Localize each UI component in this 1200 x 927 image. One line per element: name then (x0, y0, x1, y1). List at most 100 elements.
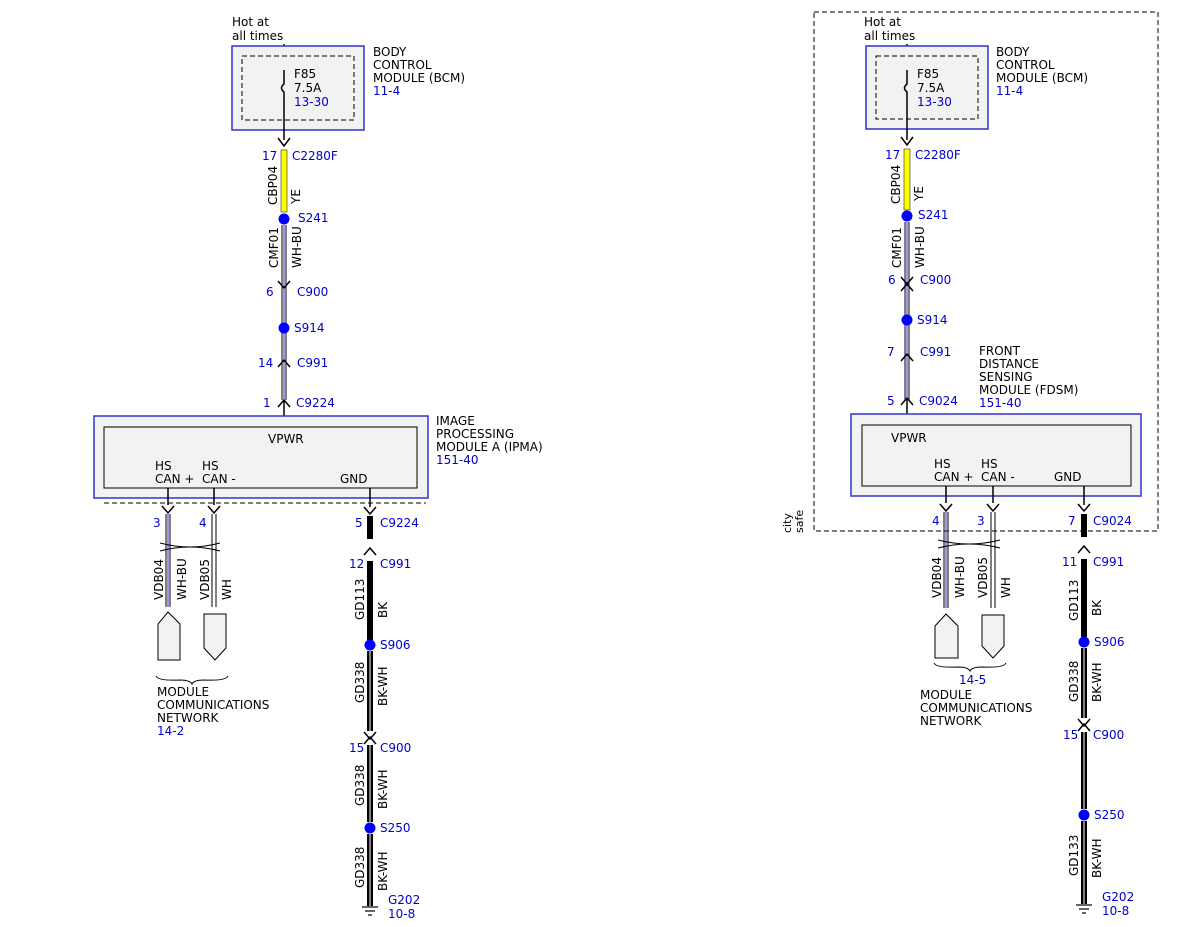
conn-c991: C991 (297, 356, 328, 370)
city-safe-line1: city (781, 513, 794, 533)
wire-gd133 (1081, 821, 1087, 904)
connector-c2280f-icon (277, 137, 291, 148)
connector-c991-icon (900, 352, 914, 362)
wire-gd338a-color: BK-WH (376, 666, 390, 706)
fdsm-gnd-label: GND (1054, 470, 1082, 484)
connector-c900-icon (900, 276, 914, 292)
network-name-line1: MODULE (920, 688, 972, 702)
ipma-ref: 151-40 (436, 453, 479, 467)
ipma-hs1-line2: CAN + (155, 472, 194, 486)
conn-c900: C900 (297, 285, 328, 299)
wire-gd338c-color: BK-WH (376, 851, 390, 891)
wire-cbp04-circuit: CBP04 (266, 166, 280, 205)
ipma-name-line1: IMAGE (436, 414, 475, 428)
pin-gnd-c9224: 5 (355, 516, 363, 530)
pin-gnd-c991: 12 (349, 557, 364, 571)
fuse-ref: 13-30 (917, 95, 952, 109)
pin-gnd-c900: 15 (1063, 728, 1078, 742)
fdsm-hs1-line1: HS (934, 457, 951, 471)
ground-symbol-icon (1076, 904, 1092, 914)
ipma-hs2-line1: HS (202, 459, 219, 473)
wire-vdb04-color: WH-BU (175, 558, 189, 600)
splice-s241-label: S241 (918, 208, 949, 222)
wire-cbp04-color: YE (289, 189, 303, 205)
splice-s250-label: S250 (1094, 808, 1125, 822)
conn-c2280f: C2280F (915, 148, 961, 162)
pin-gnd-c9024: 7 (1068, 514, 1076, 528)
fuse-id: F85 (917, 67, 939, 81)
ipma-vpwr-label: VPWR (268, 432, 304, 446)
wire-vdb05-color: WH (220, 579, 234, 600)
wire-vdb05-color: WH (999, 577, 1013, 598)
network-name-line3: NETWORK (157, 711, 220, 725)
city-safe-line2: safe (793, 510, 806, 533)
wire-gd113 (367, 561, 373, 640)
conn-c900: C900 (920, 273, 951, 287)
pin-c991: 14 (258, 356, 273, 370)
splice-s914-label: S914 (294, 321, 325, 335)
wire-cmf01-circuit: CMF01 (267, 227, 281, 268)
splice-s906 (1078, 636, 1090, 648)
wire-gd133-color: BK-WH (1090, 838, 1104, 878)
wire-gd133-circuit: GD133 (1067, 835, 1081, 876)
ipma-name-line3: MODULE A (IPMA) (436, 440, 543, 454)
pin-can-hi: 4 (932, 514, 940, 528)
conn-c2280f: C2280F (292, 149, 338, 163)
splice-s906-label: S906 (1094, 635, 1125, 649)
ipma-inner-box (103, 426, 418, 489)
splice-s914-label: S914 (917, 313, 948, 327)
bcm-ref: 11-4 (996, 84, 1023, 98)
wire-cbp04-circuit: CBP04 (889, 165, 903, 204)
wire-gd338b-circuit: GD338 (353, 765, 367, 806)
wire-cmf01-color: WH-BU (290, 226, 304, 268)
wire-cmf01-circuit: CMF01 (890, 227, 904, 268)
fdsm-vpwr-label: VPWR (891, 431, 927, 445)
ground-id: G202 (388, 893, 420, 907)
wire-gd338-color: BK-WH (1090, 662, 1104, 702)
bcm-name-line2: CONTROL (373, 58, 432, 72)
pin-c9224: 1 (263, 396, 271, 410)
wire-gd113-circuit: GD113 (353, 579, 367, 620)
ipma-hs2-line2: CAN - (202, 472, 236, 486)
network-name-line3: NETWORK (920, 714, 983, 728)
wire-gd338c-circuit: GD338 (353, 847, 367, 888)
splice-s241 (278, 213, 290, 225)
can-lo-connector-icon (986, 503, 1000, 513)
pin-c2280f: 17 (262, 149, 277, 163)
pin-can-hi: 3 (153, 516, 161, 530)
splice-s906-label: S906 (380, 638, 411, 652)
bcm-name-line3: MODULE (BCM) (373, 71, 465, 85)
network-name-line1: MODULE (157, 685, 209, 699)
conn-c991: C991 (920, 345, 951, 359)
network-connector-right-icon (981, 614, 1005, 659)
connector-c900-icon (277, 280, 291, 290)
fdsm-hs2-line1: HS (981, 457, 998, 471)
wire-gd113 (1081, 559, 1087, 637)
fdsm-name-line2: DISTANCE (979, 357, 1039, 371)
bcm-fuse-box (875, 55, 979, 120)
fuse-ref: 13-30 (294, 95, 329, 109)
pin-can-lo: 3 (977, 514, 985, 528)
bcm-name-line2: CONTROL (996, 58, 1055, 72)
fdsm-ref: 151-40 (979, 396, 1022, 410)
gnd-connector-c9224-icon (363, 506, 377, 516)
fuse-id: F85 (294, 67, 316, 81)
left-diagram: Hot at all times F85 7.5A 13-30 BODY CON… (93, 15, 543, 921)
gnd-connector-c900-icon (363, 731, 377, 745)
network-brace-icon (933, 662, 1007, 673)
splice-s241 (901, 210, 913, 222)
gnd-connector-c991-icon (1077, 544, 1091, 554)
pin-c2280f: 17 (885, 148, 900, 162)
wire-cmf01 (904, 222, 910, 400)
hot-label-line1: Hot at (864, 15, 901, 29)
bcm-box (865, 45, 989, 130)
wire-gd338-circuit: GD338 (1067, 661, 1081, 702)
connector-c991-icon (277, 358, 291, 368)
fdsm-hs1-line2: CAN + (934, 470, 973, 484)
ground-id: G202 (1102, 890, 1134, 904)
fuse-rating: 7.5A (294, 81, 322, 95)
wire-gd338a-circuit: GD338 (353, 662, 367, 703)
wire-vdb05 (990, 512, 996, 608)
connector-c2280f-icon (900, 136, 914, 147)
ipma-name-line2: PROCESSING (436, 427, 514, 441)
